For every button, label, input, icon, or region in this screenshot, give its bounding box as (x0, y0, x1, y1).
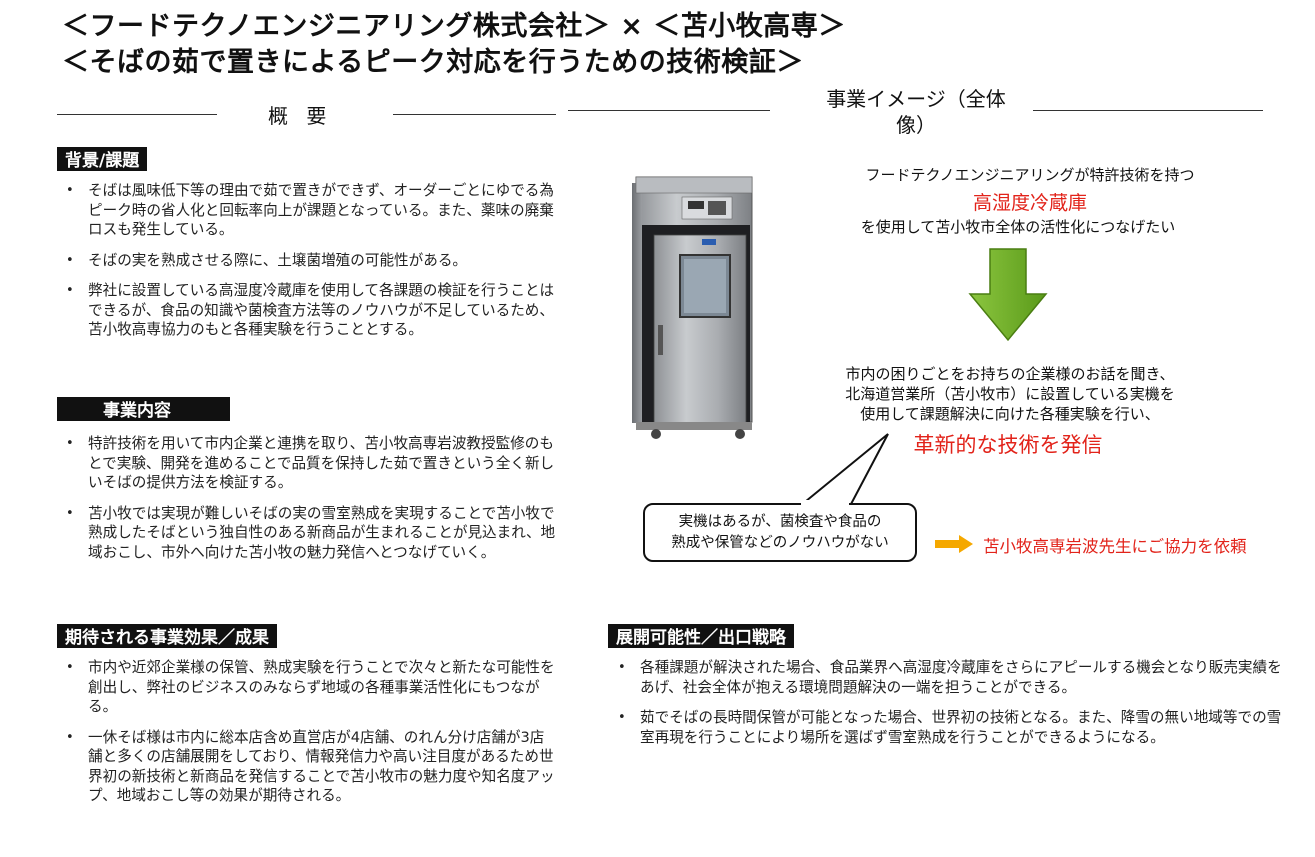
divider (1033, 110, 1263, 111)
intro-cont-text: を使用して苫小牧市全体の活性化につなげたい (860, 218, 1176, 236)
list-item: 市内や近郊企業様の保管、熟成実験を行うことで次々と新たな可能性を創出し、弊社のビ… (60, 658, 556, 717)
section-label-effects: 期待される事業効果／成果 (57, 624, 277, 648)
callout-line-2: 熟成や保管などのノウハウがない (671, 535, 889, 551)
strategy-list: 各種課題が解決された場合、食品業界へ高湿度冷蔵庫をさらにアピールする機会となり販… (612, 658, 1292, 758)
divider (568, 110, 770, 111)
list-item: 苫小牧では実現が難しいそばの実の雪室熟成を実現することで苫小牧で熟成したそばとい… (60, 504, 560, 563)
list-item: 各種課題が解決された場合、食品業界へ高湿度冷蔵庫をさらにアピールする機会となり販… (612, 658, 1292, 697)
down-arrow-icon (968, 248, 1048, 342)
divider (57, 114, 217, 115)
background-list: そばは風味低下等の理由で茹で置きができず、オーダーごとにゆでる為ピーク時の省人化… (60, 181, 556, 351)
image-heading: 事業イメージ（全体 像） (816, 86, 1016, 138)
refrigerator-image (632, 176, 753, 439)
content-list: 特許技術を用いて市内企業と連携を取り、苫小牧高専岩波教授監修のもとで実験、開発を… (60, 434, 560, 573)
body-line-2: 北海道営業所（苫小牧市）に設置している実機を (845, 385, 1175, 403)
highlight-text: 高湿度冷蔵庫 (972, 192, 1087, 214)
cooperation-text: 苫小牧高専岩波先生にご協力を依頼 (983, 537, 1247, 556)
body-line-3: 使用して課題解決に向けた各種実験を行い、 (860, 405, 1160, 423)
highlight2-text: 革新的な技術を発信 (913, 433, 1103, 457)
body-text: 市内の困りごとをお持ちの企業様のお話を聞き、 北海道営業所（苫小牧市）に設置して… (760, 364, 1260, 424)
section-label-strategy: 展開可能性／出口戦略 (608, 624, 794, 648)
speech-bubble-tail (797, 433, 889, 507)
bubble-joint (801, 500, 849, 506)
list-item: そばの実を熟成させる際に、土壌菌増殖の可能性がある。 (60, 251, 556, 271)
image-heading-line2: 像） (896, 113, 936, 137)
image-heading-line1: 事業イメージ（全体 (826, 87, 1006, 111)
body-line-1: 市内の困りごとをお持ちの企業様のお話を聞き、 (845, 365, 1175, 383)
section-label-content: 事業内容 (57, 397, 230, 421)
list-item: そばは風味低下等の理由で茹で置きができず、オーダーごとにゆでる為ピーク時の省人化… (60, 181, 556, 240)
overview-heading: 概 要 (268, 104, 333, 128)
intro-text: フードテクノエンジニアリングが特許技術を持つ (865, 166, 1195, 184)
divider (393, 114, 556, 115)
title-line-2: ＜そばの茹で置きによるピーク対応を行うための技術検証＞ (62, 47, 804, 78)
list-item: 一休そば様は市内に総本店含め直営店が4店舗、のれん分け店舗が3店舗と多くの店舗展… (60, 728, 556, 806)
section-label-background: 背景/課題 (57, 147, 148, 171)
effects-list: 市内や近郊企業様の保管、熟成実験を行うことで次々と新たな可能性を創出し、弊社のビ… (60, 658, 556, 817)
speech-bubble: 実機はあるが、菌検査や食品の 熟成や保管などのノウハウがない (643, 503, 917, 562)
list-item: 特許技術を用いて市内企業と連携を取り、苫小牧高専岩波教授監修のもとで実験、開発を… (60, 434, 560, 493)
title-line-1: ＜フードテクノエンジニアリング株式会社＞ × ＜苫小牧高専＞ (62, 11, 846, 42)
list-item: 弊社に設置している高湿度冷蔵庫を使用して各課題の検証を行うことはできるが、食品の… (60, 281, 556, 340)
right-arrow-icon (935, 535, 973, 553)
callout-line-1: 実機はあるが、菌検査や食品の (678, 514, 882, 530)
list-item: 茹でそばの長時間保管が可能となった場合、世界初の技術となる。また、降雪の無い地域… (612, 708, 1292, 747)
